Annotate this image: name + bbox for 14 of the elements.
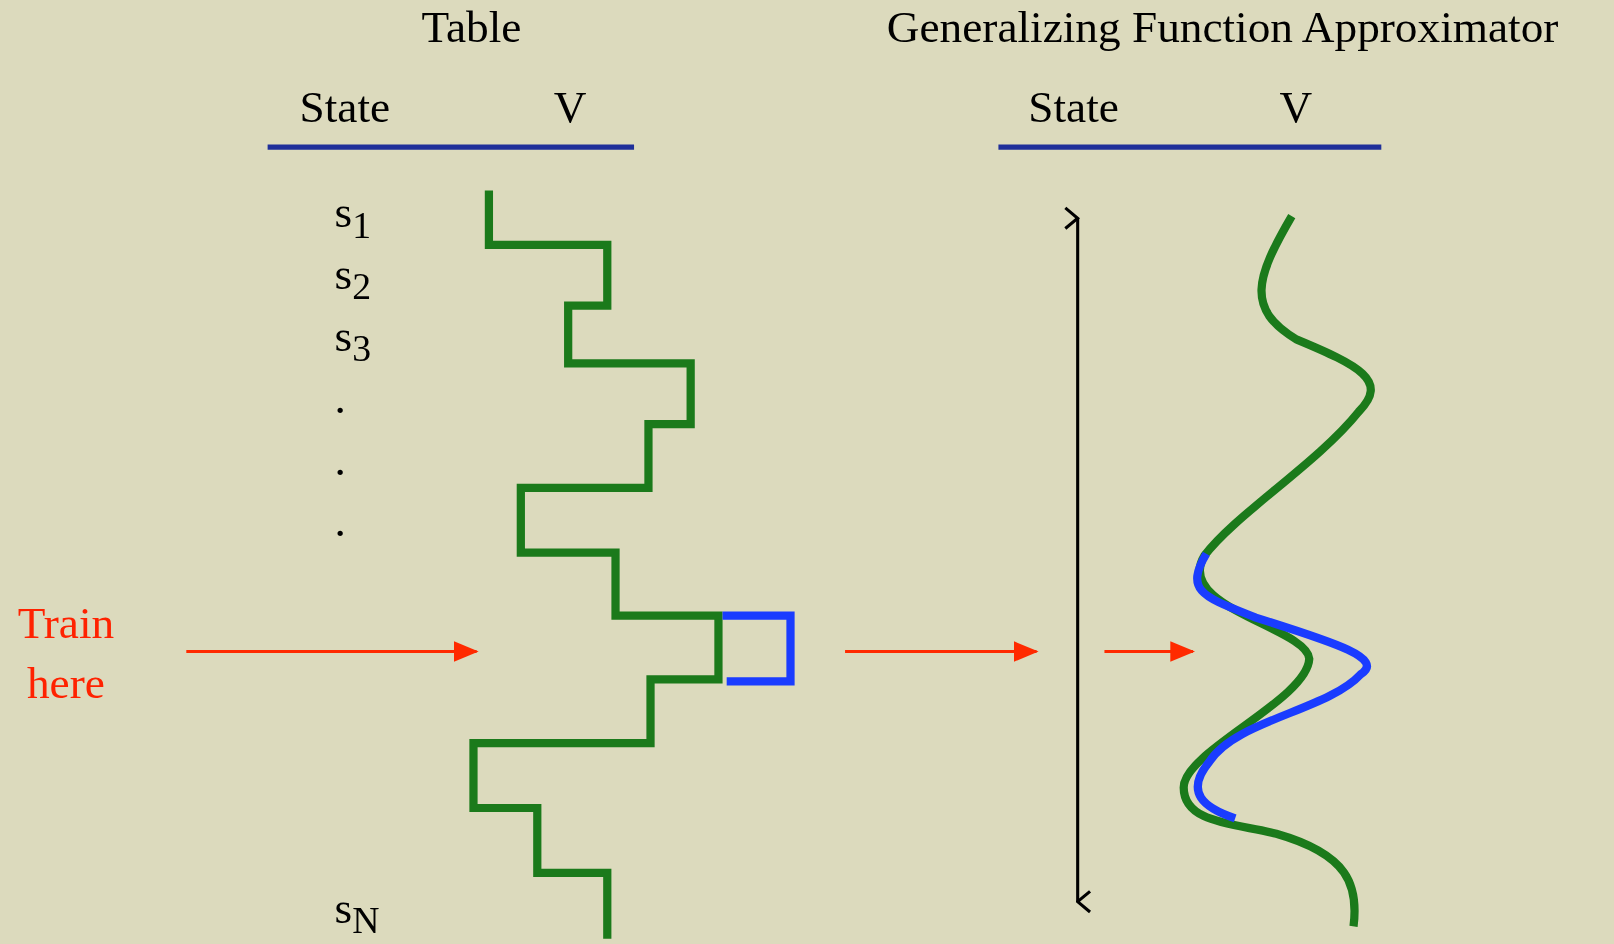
ellipsis-dot: . bbox=[334, 434, 346, 486]
state-label: s$_{3}$ bbox=[334, 310, 371, 372]
column-header: V bbox=[1279, 82, 1313, 134]
heading: Table bbox=[421, 2, 522, 54]
annotation-text: Train here bbox=[16, 597, 116, 711]
ellipsis-dot: . bbox=[334, 372, 346, 425]
state-label: s$_{1}$ bbox=[334, 187, 371, 248]
state-label: s$_{2}$ bbox=[334, 249, 371, 310]
state-label: s$_{N}$ bbox=[334, 883, 380, 944]
heading: Generalizing Function Approximator bbox=[886, 2, 1559, 54]
column-header: State bbox=[1028, 82, 1119, 134]
column-header: State bbox=[299, 82, 391, 134]
ellipsis-dot: . bbox=[334, 496, 346, 548]
column-header: V bbox=[553, 82, 587, 134]
